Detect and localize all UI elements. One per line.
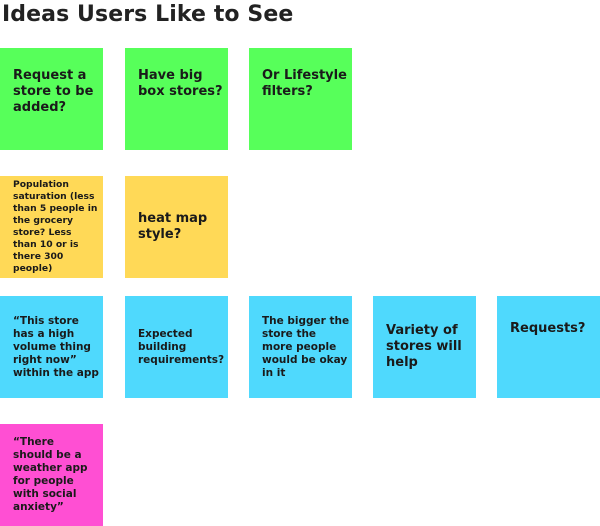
sticky-note[interactable]: The bigger the store the more people wou… [249,296,352,398]
sticky-note[interactable]: Request a store to be added? [0,48,103,150]
sticky-note-text: Requests? [510,321,586,336]
sticky-note[interactable]: heat map style? [125,176,228,278]
board-title: Ideas Users Like to See [2,2,294,27]
sticky-note-text: heat map style? [138,211,208,242]
sticky-note[interactable]: Population saturation (less than 5 peopl… [0,176,103,278]
sticky-note-text: Expected building requirements? [138,327,225,366]
sticky-note[interactable]: Variety of stores will help [373,296,476,398]
sticky-note[interactable]: “There should be a weather app for peopl… [0,424,103,526]
sticky-note-text: Variety of stores will help [386,323,462,370]
sticky-note[interactable]: Or Lifestyle filters? [249,48,352,150]
sticky-note[interactable]: “This store has a high volume thing righ… [0,296,103,398]
sticky-note-text: Have big box stores? [138,68,223,99]
sticky-note-text: “There should be a weather app for peopl… [13,436,88,513]
sticky-note-text: Population saturation (less than 5 peopl… [13,179,98,274]
sticky-note-text: Or Lifestyle filters? [262,68,347,99]
sticky-note[interactable]: Expected building requirements? [125,296,228,398]
sticky-note[interactable]: Requests? [497,296,600,398]
sticky-note-text: “This store has a high volume thing righ… [13,314,99,379]
sticky-note-text: Request a store to be added? [13,68,94,115]
sticky-note[interactable]: Have big box stores? [125,48,228,150]
sticky-note-text: The bigger the store the more people wou… [262,314,350,379]
